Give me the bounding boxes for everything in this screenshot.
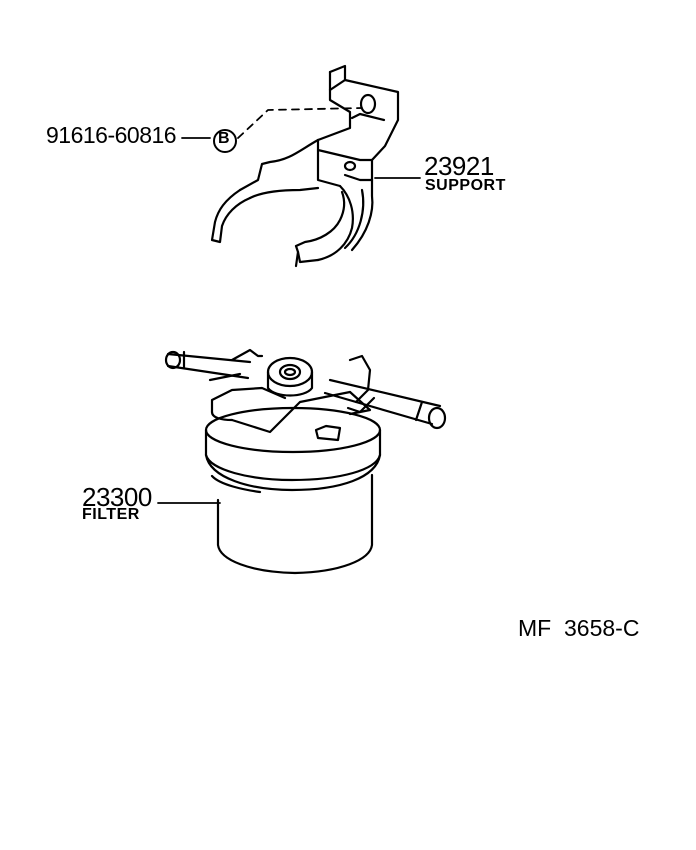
- fuel-filter-drawing: [166, 350, 445, 573]
- filter-part-number: 23300: [82, 482, 152, 512]
- bolt-marker-circle: [214, 130, 236, 152]
- bolt-marker-letter: B: [218, 130, 230, 147]
- filter-part-name: FILTER: [82, 506, 140, 523]
- support-part-name: SUPPORT: [425, 177, 506, 194]
- bolt-part-number: 91616-60816: [46, 122, 177, 148]
- support-part-number: 23921: [424, 151, 494, 181]
- figure-code: MF 3658-C: [518, 615, 640, 641]
- bolt-leader-dashed: [238, 108, 362, 138]
- support-bracket-drawing: [212, 66, 398, 266]
